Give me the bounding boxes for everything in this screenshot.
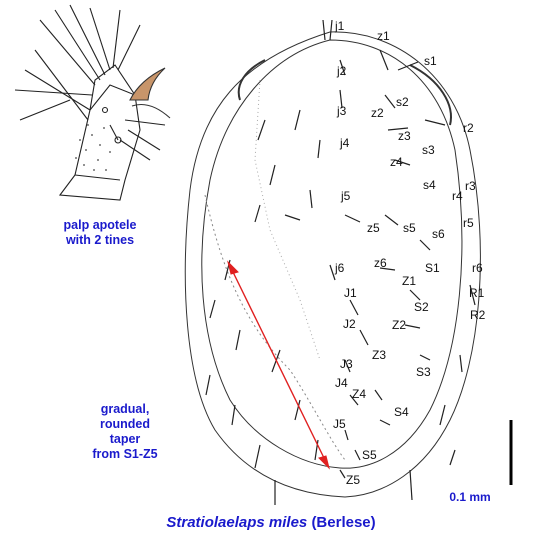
caption-taper: gradual, rounded taper from S1-Z5 <box>70 402 180 462</box>
label-S4: S4 <box>394 405 409 419</box>
label-z1: z1 <box>377 29 390 43</box>
label-z2: z2 <box>371 106 384 120</box>
label-S2: S2 <box>414 300 429 314</box>
label-r4: r4 <box>452 189 463 203</box>
label-s5: s5 <box>403 221 416 235</box>
palp-apotele-tine <box>129 67 166 101</box>
label-Z5: Z5 <box>346 473 360 487</box>
figure-title: Stratiolaelaps miles (Berlese) <box>0 514 542 531</box>
label-j3: j3 <box>336 104 347 118</box>
label-J3: J3 <box>340 357 353 371</box>
setae <box>205 19 476 505</box>
label-j4: j4 <box>339 136 350 150</box>
label-J2: J2 <box>343 317 356 331</box>
label-j2: j2 <box>336 64 347 78</box>
label-j6: j6 <box>334 261 345 275</box>
label-j5: j5 <box>340 189 351 203</box>
palp-outline <box>58 84 141 201</box>
label-r5: r5 <box>463 216 474 230</box>
caption-taper-line-4: from S1-Z5 <box>92 447 158 461</box>
shield-inner <box>201 39 463 469</box>
label-J4: J4 <box>335 376 348 390</box>
label-s4: s4 <box>423 178 436 192</box>
palp-stipple <box>75 124 111 171</box>
label-z5: z5 <box>367 221 380 235</box>
label-R2: R2 <box>470 308 486 322</box>
label-z6: z6 <box>374 256 387 270</box>
shield-outline <box>184 31 481 498</box>
caption-taper-line-2: rounded <box>100 417 150 431</box>
label-Z3: Z3 <box>372 348 386 362</box>
author-name: (Berlese) <box>311 514 376 531</box>
label-z3: z3 <box>398 129 411 143</box>
label-r6: r6 <box>472 261 483 275</box>
caption-palp-line-2: with 2 tines <box>65 233 135 247</box>
palp-drawing <box>14 4 171 201</box>
caption-taper-line-1: gradual, <box>100 402 150 416</box>
label-r3: r3 <box>465 179 476 193</box>
label-s2: s2 <box>396 95 409 109</box>
caption-palp: palp apotele with 2 tines <box>40 218 160 248</box>
label-Z2: Z2 <box>392 318 406 332</box>
species-name: Stratiolaelaps miles <box>166 514 308 531</box>
label-S1: S1 <box>425 261 440 275</box>
caption-palp-line-1: palp apotele <box>63 218 137 232</box>
label-Z4: Z4 <box>352 387 366 401</box>
label-r2: r2 <box>463 121 474 135</box>
dorsal-shield <box>184 31 481 498</box>
label-J5: J5 <box>333 417 346 431</box>
label-R1: R1 <box>469 286 485 300</box>
label-Z1: Z1 <box>402 274 416 288</box>
label-z4: z4 <box>390 155 403 169</box>
scale-label: 0.1 mm <box>449 490 491 504</box>
caption-taper-line-3: taper <box>109 432 141 446</box>
label-S3: S3 <box>416 365 431 379</box>
label-s1: s1 <box>424 54 437 68</box>
label-S5: S5 <box>362 448 377 462</box>
label-s3: s3 <box>422 143 435 157</box>
setae-labels: j1 z1 s1 j2 s2 z2 j3 r2 z3 s3 j4 z4 r3 s… <box>333 19 486 487</box>
label-s6: s6 <box>432 227 445 241</box>
label-j1: j1 <box>334 19 345 33</box>
label-J1: J1 <box>344 286 357 300</box>
taper-arrow <box>227 260 330 470</box>
